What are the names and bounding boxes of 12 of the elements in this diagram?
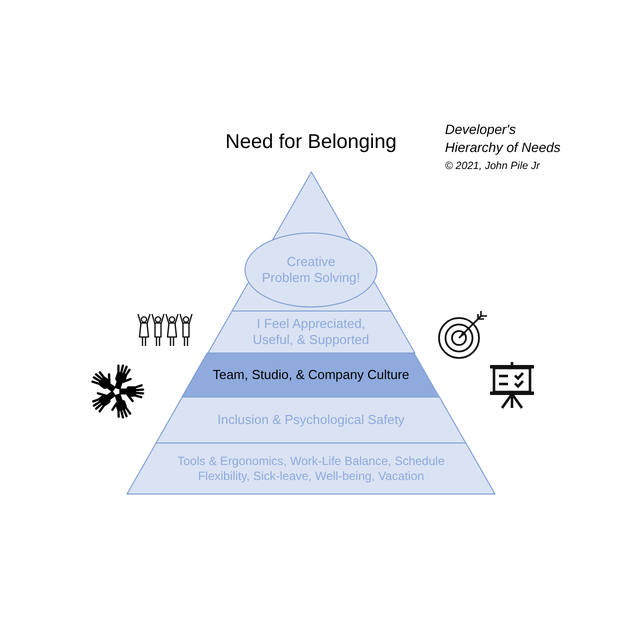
diagram-title: Need for Belonging <box>225 131 397 154</box>
pyramid-tier <box>156 397 466 443</box>
diagram-subtitle: Developer's Hierarchy of Needs <box>445 121 562 158</box>
pyramid-tier <box>208 311 414 353</box>
pyramid-tier <box>127 443 495 494</box>
tier-label: Inclusion & Psychological Safety <box>217 412 405 428</box>
tier-label: Tools & Ergonomics, Work-Life Balance, Schedule Flexibility, Sick-leave, Well-being, Vacation <box>176 454 446 484</box>
copyright-note: © 2021, John Pile Jr <box>445 160 540 173</box>
oval-label: Creative Problem Solving! <box>260 254 362 286</box>
tier-label: Team, Studio, & Company Culture <box>212 366 410 384</box>
pyramid-tier <box>182 353 440 397</box>
tier-label: I Feel Appreciated, Useful, & Supported <box>252 316 370 348</box>
